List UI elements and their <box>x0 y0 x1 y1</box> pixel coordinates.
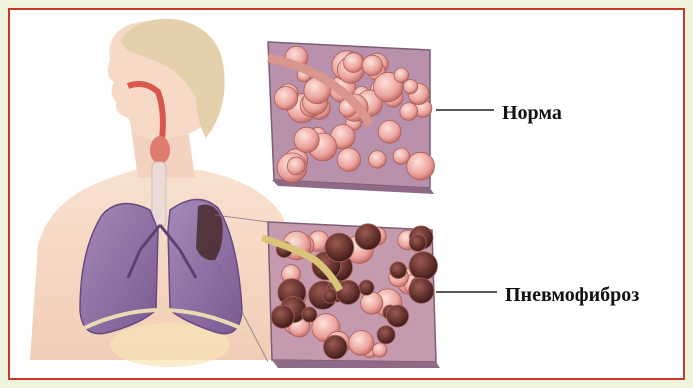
alveolus <box>378 120 401 143</box>
normal-label: Норма <box>502 102 562 125</box>
alveolus <box>409 278 434 303</box>
alveolus <box>390 262 407 279</box>
alveolus <box>271 305 294 328</box>
alveolus <box>361 292 383 314</box>
alveolus <box>337 148 360 171</box>
alveolus <box>393 148 409 164</box>
fibrosis-patch <box>196 205 223 261</box>
fibrosis-label: Пневмофиброз <box>505 284 639 307</box>
normal-tissue-panel <box>268 42 435 194</box>
alveolus <box>409 252 437 280</box>
alveolus <box>407 152 435 180</box>
alveolus <box>349 331 374 356</box>
alveolus <box>369 151 387 169</box>
alveolus <box>359 280 374 295</box>
alveolus <box>373 343 387 357</box>
alveolus <box>344 53 364 73</box>
alveolus <box>355 224 381 250</box>
alveolus <box>387 305 409 327</box>
alveolus <box>323 289 337 303</box>
alveolus <box>287 157 305 175</box>
alveolus <box>294 127 319 152</box>
alveolus <box>394 68 409 83</box>
alveolus <box>400 103 418 121</box>
alveolus <box>323 335 347 359</box>
alveolus <box>377 326 395 344</box>
human-figure <box>30 19 310 367</box>
alveolus <box>302 307 317 322</box>
fibrosis-tissue-panel <box>262 222 440 368</box>
alveolus <box>362 55 382 75</box>
alveolus <box>325 233 354 262</box>
trachea <box>152 162 166 227</box>
alveolus <box>409 234 426 251</box>
alveolus <box>274 87 297 110</box>
illustration-frame: Норма Пневмофиброз <box>8 8 685 380</box>
lung-fibrosis-illustration <box>10 10 683 378</box>
larynx <box>150 136 170 164</box>
